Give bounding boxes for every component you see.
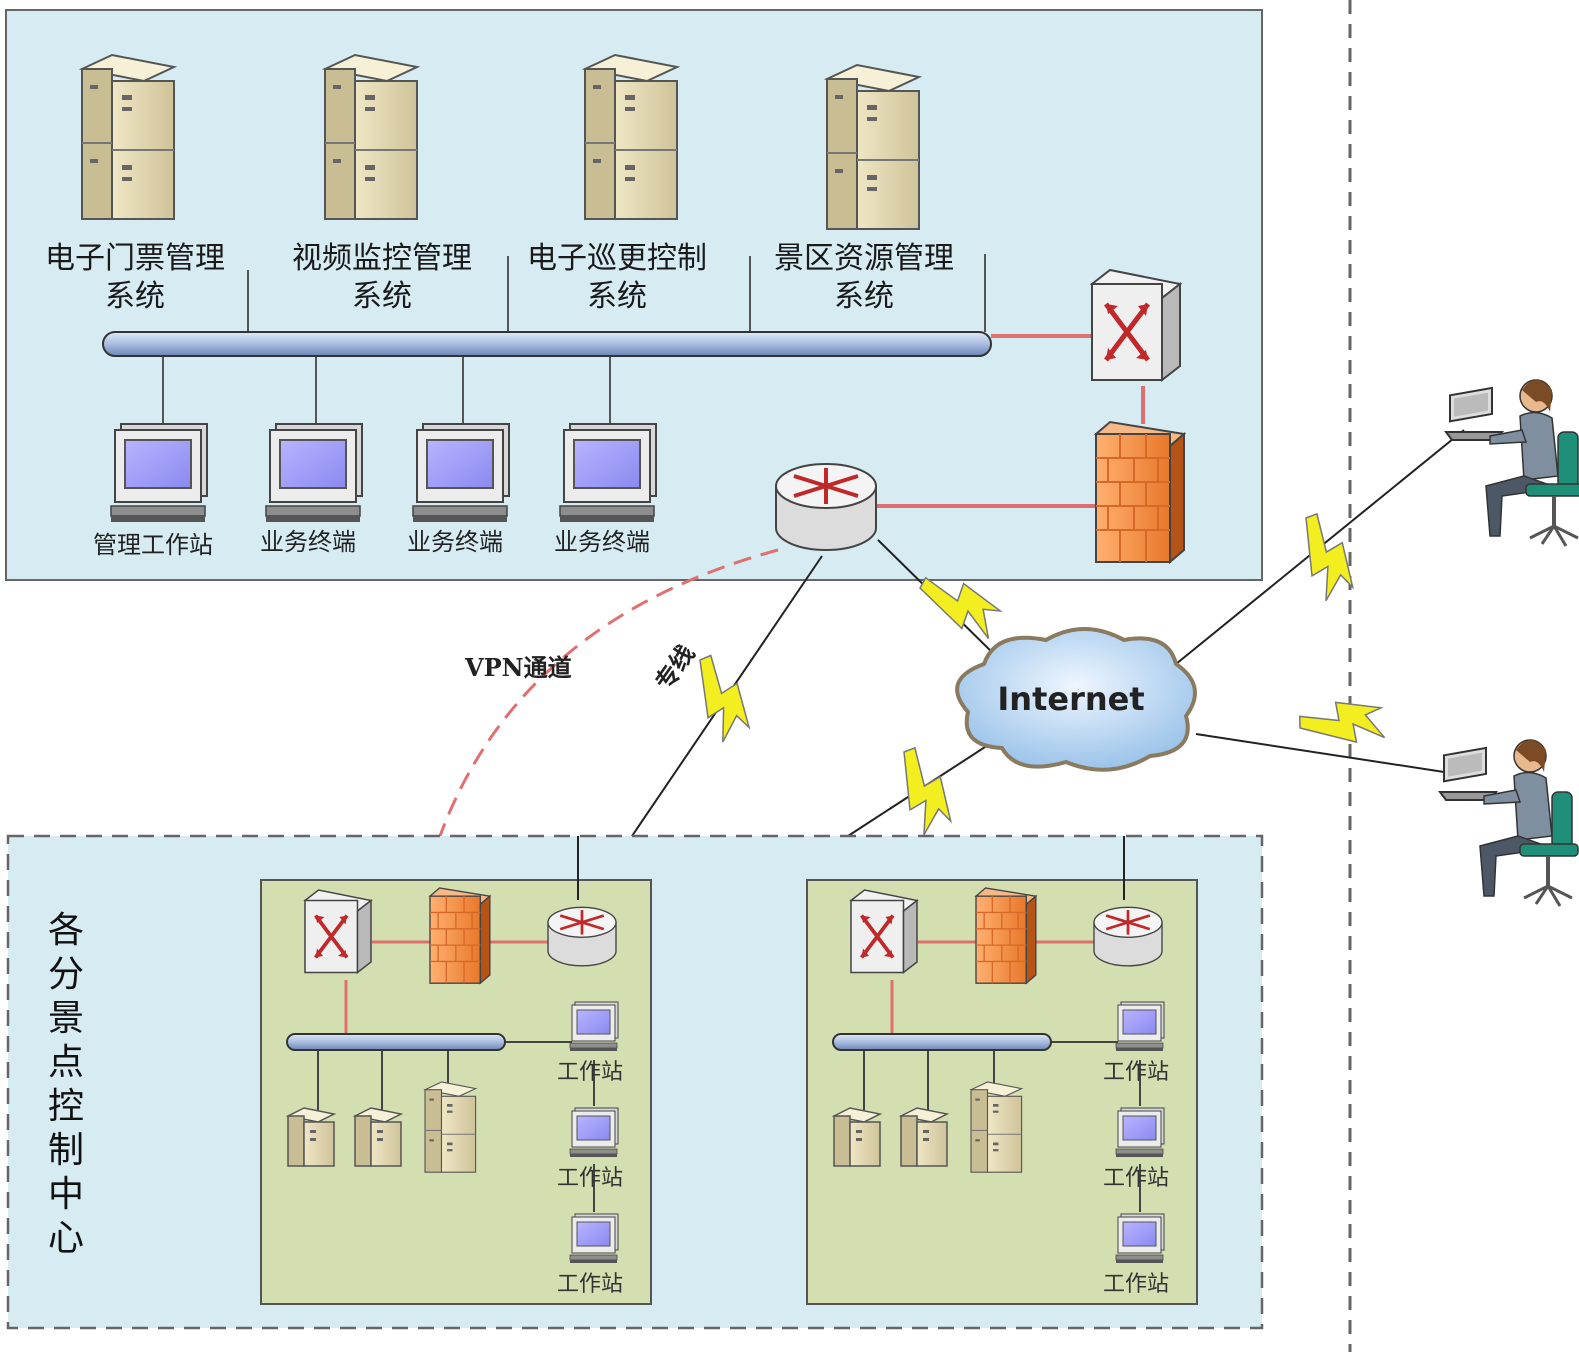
internet-label: Internet bbox=[997, 680, 1144, 718]
system-label-line1: 电子门票管理 bbox=[45, 241, 225, 276]
database-server-icon bbox=[287, 1107, 335, 1167]
terminal-label: 业务终端 bbox=[407, 528, 503, 556]
system-label-line1: 电子巡更控制 bbox=[527, 241, 707, 276]
leased-line-label: 专线 bbox=[649, 639, 700, 695]
remote-user-link bbox=[1195, 733, 1445, 773]
firewall-icon bbox=[429, 887, 491, 984]
lightning-bolt-icon bbox=[688, 653, 760, 747]
branch-title-char: 点 bbox=[48, 1042, 84, 1083]
firewall-icon bbox=[975, 887, 1037, 984]
workstation-icon bbox=[569, 1213, 619, 1264]
system-label-line2: 系统 bbox=[352, 279, 412, 314]
hq-backbone-bus bbox=[102, 331, 992, 357]
workstation-label: 工作站 bbox=[557, 1272, 623, 1297]
lightning-bolt-icon bbox=[1291, 511, 1365, 606]
terminal-label: 业务终端 bbox=[260, 528, 356, 556]
branch-title-char: 控 bbox=[48, 1086, 84, 1127]
lightning-bolt-icon bbox=[889, 745, 963, 840]
business-terminal-icon bbox=[559, 423, 657, 523]
router-icon bbox=[546, 905, 618, 968]
management-workstation-icon bbox=[110, 423, 208, 523]
terminal-label: 业务终端 bbox=[554, 528, 650, 556]
router-icon bbox=[1092, 905, 1164, 968]
workstation-label: 工作站 bbox=[557, 1166, 623, 1191]
branch-title-char: 制 bbox=[48, 1130, 84, 1171]
workstation-label: 工作站 bbox=[557, 1060, 623, 1085]
branch-site-a: 工作站 工作站 工作站 bbox=[260, 836, 652, 1305]
workstation-label: 工作站 bbox=[1103, 1060, 1169, 1085]
branch-title-char: 景 bbox=[48, 998, 84, 1039]
workstation-icon bbox=[1115, 1001, 1165, 1052]
system-label-line2: 系统 bbox=[587, 279, 647, 314]
bus-connectors bbox=[162, 254, 986, 424]
workstation-icon bbox=[569, 1001, 619, 1052]
branch-bus bbox=[832, 1033, 1052, 1051]
system-label-line1: 景区资源管理 bbox=[774, 241, 954, 276]
remote-user-icon bbox=[1444, 378, 1579, 548]
web-server-icon bbox=[900, 1107, 948, 1167]
workstation-label: 工作站 bbox=[1103, 1166, 1169, 1191]
system-label-line2: 系统 bbox=[834, 279, 894, 314]
branch-title-char: 各 bbox=[48, 910, 84, 951]
internet-cloud-icon bbox=[955, 627, 1197, 772]
lightning-bolt-icon bbox=[1294, 674, 1398, 768]
branch-site-b: 工作站 工作站 工作站 bbox=[806, 836, 1198, 1305]
workstation-icon bbox=[1115, 1107, 1165, 1158]
branch-title-char: 分 bbox=[48, 954, 84, 995]
workstation-label: 工作站 bbox=[1103, 1272, 1169, 1297]
remote-user-icon bbox=[1438, 738, 1579, 908]
system-label-line2: 系统 bbox=[105, 279, 165, 314]
branch-title: 各 分 景 点 控 制 中 心 bbox=[48, 910, 84, 1259]
router-icon bbox=[774, 462, 878, 552]
core-switch-icon bbox=[1092, 270, 1180, 380]
branch-title-char: 心 bbox=[48, 1218, 84, 1259]
switch-icon bbox=[303, 888, 373, 975]
switch-icon bbox=[849, 888, 919, 975]
vpn-tunnel-line bbox=[438, 548, 779, 837]
database-server-icon bbox=[833, 1107, 881, 1167]
business-terminal-icon bbox=[412, 423, 510, 523]
workstation-icon bbox=[1115, 1213, 1165, 1264]
business-terminal-icon bbox=[265, 423, 363, 523]
branch-bus bbox=[286, 1033, 506, 1051]
web-server-icon bbox=[354, 1107, 402, 1167]
terminal-label: 管理工作站 bbox=[93, 531, 213, 559]
workstation-icon bbox=[569, 1107, 619, 1158]
branch-title-char: 中 bbox=[48, 1174, 84, 1215]
firewall-icon bbox=[1095, 421, 1185, 563]
hq-red-links bbox=[875, 334, 1145, 508]
system-label-line1: 视频监控管理 bbox=[292, 241, 472, 276]
vpn-label: VPN通道 bbox=[464, 653, 572, 682]
